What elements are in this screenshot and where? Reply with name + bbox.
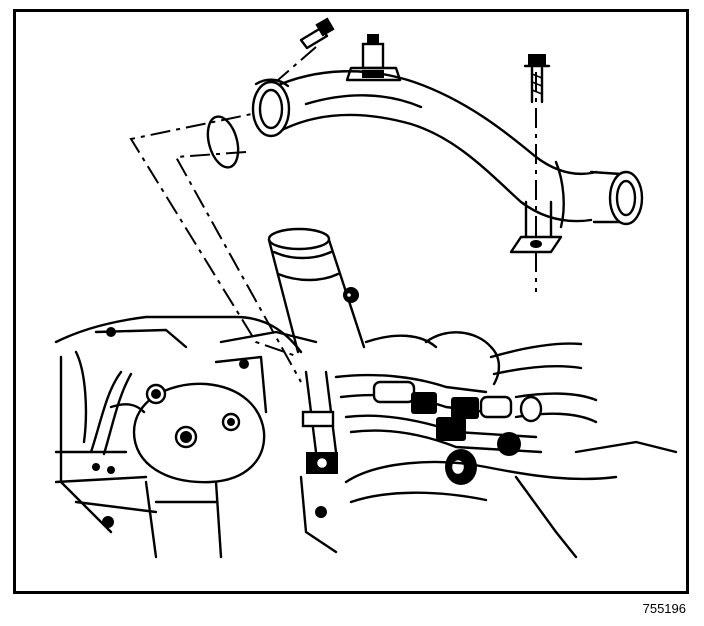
o-ring-seal: [206, 115, 240, 169]
pipe-mounting-bracket: [509, 200, 563, 254]
engine-assembly-illustration: [54, 17, 678, 559]
illustration-frame: [13, 9, 689, 594]
temperature-sensor: [345, 34, 402, 82]
upper-coolant-pipe: [251, 70, 644, 229]
installation-leader-lines: [129, 46, 537, 383]
bracket-bolt-long: [523, 54, 551, 104]
water-outlet-neck: [267, 227, 366, 354]
engine-block: [54, 315, 678, 559]
pipe-bolt-small: [299, 17, 335, 50]
figure-number: 755196: [642, 601, 686, 616]
